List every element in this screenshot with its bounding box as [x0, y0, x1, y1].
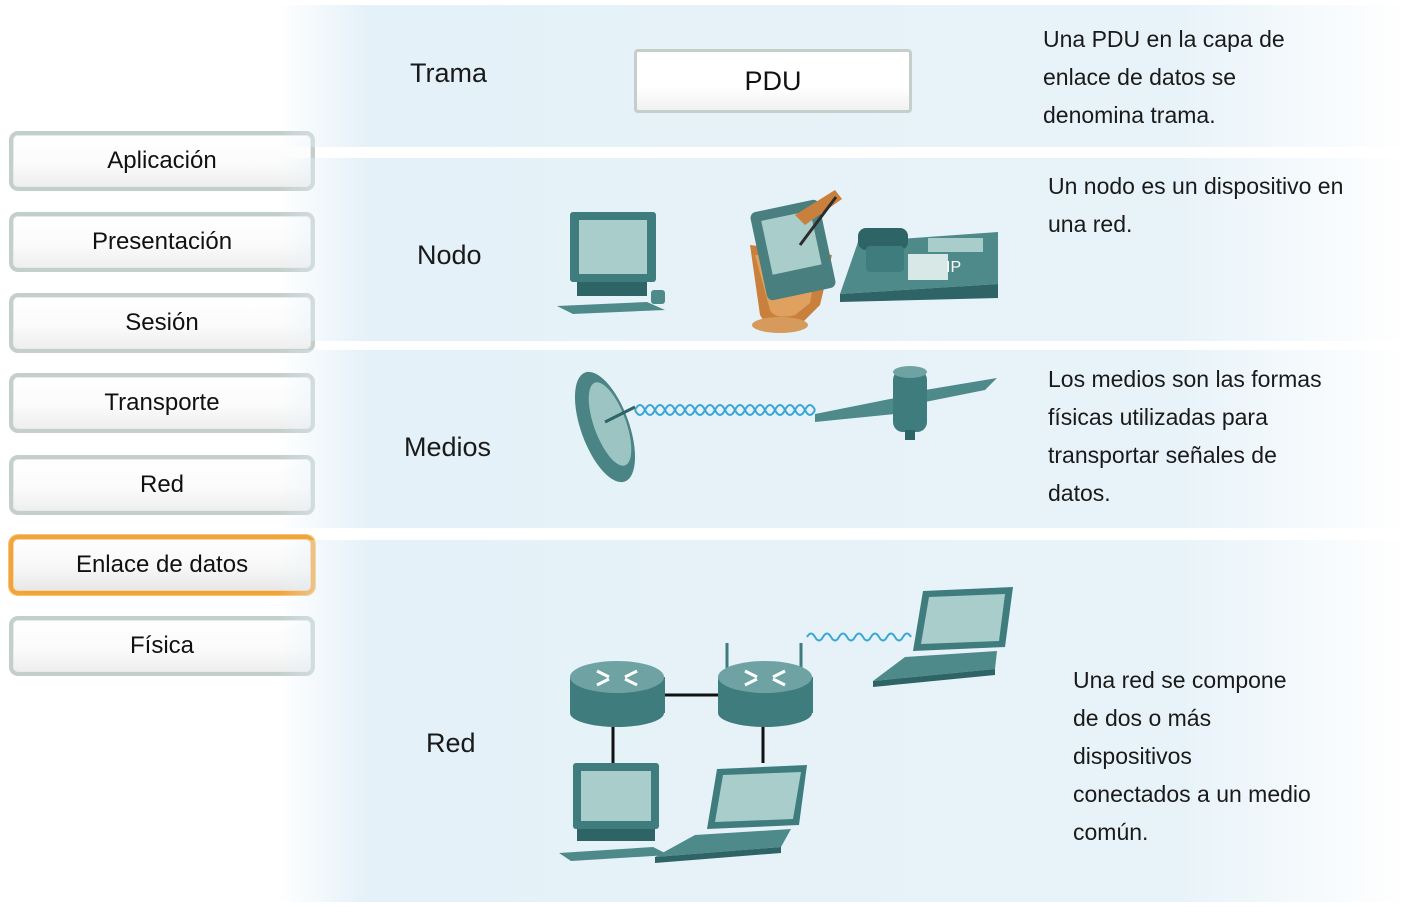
pda-handheld-icon — [750, 190, 842, 333]
satellite-icon — [815, 366, 997, 440]
row-label-medios: Medios — [404, 432, 492, 462]
layer-button-fisica[interactable]: Física — [9, 616, 315, 676]
description-medios: Los medios son las formas físicas utiliz… — [1048, 360, 1322, 512]
desktop-computer-icon — [559, 763, 669, 861]
osi-layer-stack: Aplicación Presentación Sesión Transport… — [0, 0, 330, 907]
description-line: denomina trama. — [1043, 102, 1216, 128]
description-line: una red. — [1048, 211, 1133, 237]
description-line: conectados a un medio — [1073, 781, 1311, 807]
layer-button-presentacion[interactable]: Presentación — [9, 212, 315, 272]
description-line: dispositivos — [1073, 743, 1192, 769]
laptop-icon — [873, 587, 1013, 687]
laptop-icon — [655, 765, 807, 863]
description-nodo: Un nodo es un dispositivo en una red. — [1048, 167, 1343, 243]
desktop-computer-icon — [557, 212, 665, 314]
pdu-box: PDU — [634, 49, 912, 113]
wireless-router-icon — [718, 643, 813, 727]
description-red: Una red se compone de dos o más disposit… — [1073, 661, 1311, 851]
band-medios — [278, 350, 1406, 528]
network-illustration — [559, 587, 1013, 863]
layer-button-sesion[interactable]: Sesión — [9, 293, 315, 353]
description-line: Una PDU en la capa de — [1043, 26, 1285, 52]
band-nodo — [278, 158, 1406, 341]
layer-button-aplicacion[interactable]: Aplicación — [9, 131, 315, 191]
wireless-signal-icon — [806, 632, 912, 642]
description-line: enlace de datos se — [1043, 64, 1237, 90]
description-line: físicas utilizadas para — [1048, 404, 1268, 430]
layer-button-enlace-de-datos[interactable]: Enlace de datos — [9, 535, 315, 595]
description-line: Los medios son las formas — [1048, 366, 1322, 392]
ip-phone-icon: IP — [840, 228, 998, 302]
layer-button-transporte[interactable]: Transporte — [9, 373, 315, 433]
band-red — [278, 540, 1406, 902]
row-label-nodo: Nodo — [417, 240, 482, 270]
row-label-trama: Trama — [410, 58, 488, 88]
description-line: transportar señales de — [1048, 442, 1277, 468]
description-line: datos. — [1048, 480, 1111, 506]
satellite-dish-icon — [574, 371, 636, 483]
row-label-red: Red — [426, 728, 476, 758]
description-line: común. — [1073, 819, 1149, 845]
layer-button-red[interactable]: Red — [9, 455, 315, 515]
ip-badge: IP — [946, 259, 961, 276]
description-line: Una red se compone — [1073, 667, 1287, 693]
description-line: Un nodo es un dispositivo en — [1048, 173, 1344, 199]
wireless-link-illustration — [574, 366, 997, 483]
description-trama: Una PDU en la capa de enlace de datos se… — [1043, 20, 1285, 134]
router-icon — [570, 661, 665, 727]
description-line: de dos o más — [1073, 705, 1212, 731]
